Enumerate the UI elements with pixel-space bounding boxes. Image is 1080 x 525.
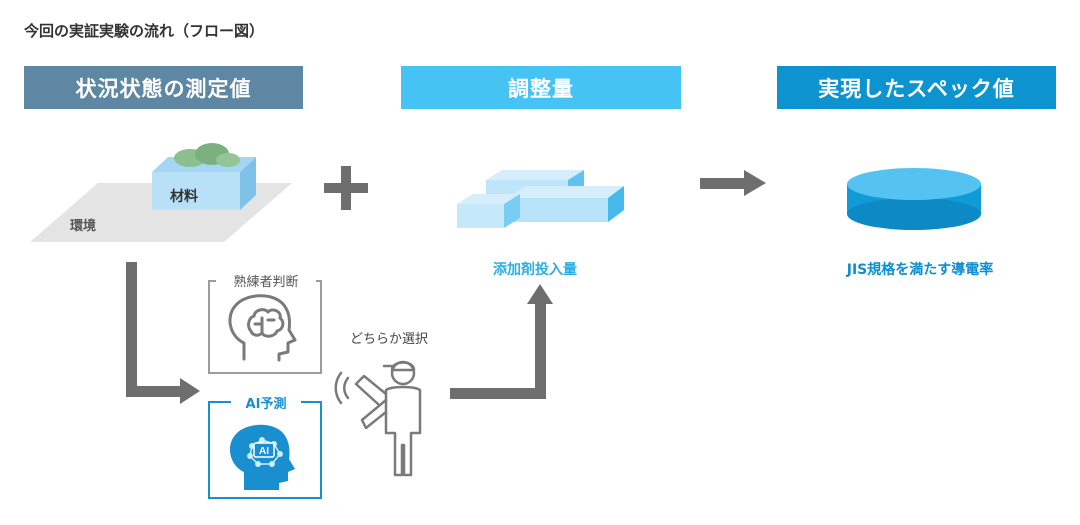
additive-amount-caption: 添加剤投入量 — [493, 262, 577, 278]
material-box-icon — [152, 143, 256, 210]
expert-judgment-label: 熟練者判断 — [216, 271, 316, 290]
arrow-up-right-icon — [450, 284, 553, 399]
arrow-down-right-icon — [126, 262, 200, 404]
additive-blocks-icon — [457, 170, 624, 228]
header-realized-spec: 実現したスペック値 — [777, 66, 1056, 109]
environment-label: 環境 — [70, 219, 97, 234]
header-measured-state: 状況状態の測定値 — [24, 66, 303, 109]
conductivity-cylinder-icon — [847, 168, 981, 230]
ai-brain-icon: AI — [229, 424, 295, 490]
arrow-right-icon — [700, 170, 766, 196]
header-adjustment: 調整量 — [401, 66, 681, 109]
choose-either-label: どちらか選択 — [350, 332, 429, 347]
human-brain-icon — [228, 294, 297, 362]
ai-prediction-label: AI予測 — [231, 393, 301, 412]
ai-badge-text: AI — [259, 446, 269, 457]
spec-result-caption: JIS規格を満たす導電率 — [846, 262, 994, 278]
plus-icon — [324, 166, 368, 210]
worker-pointing-icon — [334, 360, 422, 477]
material-label: 材料 — [170, 189, 198, 205]
page-title: 今回の実証実験の流れ（フロー図） — [24, 22, 265, 40]
